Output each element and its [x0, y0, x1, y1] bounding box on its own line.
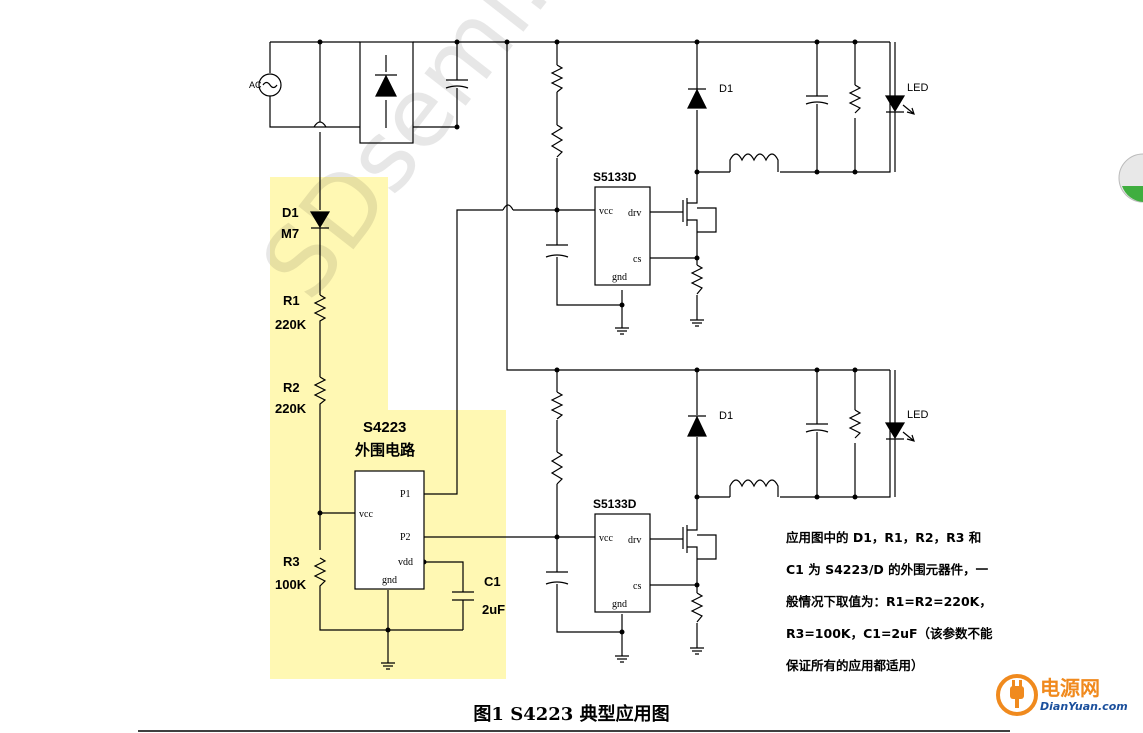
bridge-diode-icon [375, 74, 397, 97]
note-line: C1 为 S4223/D 的外围元器件，一 [786, 562, 989, 577]
r1-resistor [313, 294, 327, 326]
application-note: 应用图中的 D1，R1，R2，R3 和 C1 为 S4223/D 的外围元器件，… [786, 522, 1036, 682]
r3-label: R3 [283, 554, 300, 569]
ic-title: S4223 [363, 419, 406, 436]
logo-sub-text: DianYuan.com [1040, 700, 1128, 713]
figure-caption: 图1 S4223 典型应用图 [473, 704, 670, 725]
pin-p2: P2 [400, 532, 411, 543]
driver-top-vcc: vcc [599, 206, 613, 217]
r3-resistor [313, 557, 327, 588]
c1-value: 2uF [482, 602, 505, 617]
ac-source-symbol [258, 73, 282, 97]
ac-wiring [269, 41, 360, 128]
top-freewheel-diode-icon [687, 88, 707, 109]
r2-label: R2 [283, 380, 300, 395]
driver-top-cs: cs [633, 254, 641, 265]
pin-p1: P1 [400, 489, 411, 500]
ic-subtitle: 外围电路 [354, 441, 416, 459]
highlight-area [270, 177, 506, 679]
d1-diode-icon [309, 211, 331, 229]
site-logo[interactable]: 电源网 DianYuan.com [996, 670, 1142, 722]
r1-label: R1 [283, 293, 300, 308]
pin-vdd: vdd [398, 557, 413, 568]
pin-vcc: vcc [359, 509, 373, 520]
pin-gnd: gnd [382, 575, 397, 586]
driver-bottom-gnd: gnd [612, 599, 627, 610]
plug-icon [996, 674, 1038, 716]
s4223-ic-box [354, 470, 425, 590]
d1-value: M7 [281, 226, 299, 241]
driver-bottom-drv: drv [628, 535, 641, 546]
c1-label: C1 [484, 574, 501, 589]
left-vertical-wire [319, 42, 463, 631]
top-d1-label: D1 [719, 83, 733, 95]
bridge-rectifier [359, 41, 414, 144]
bottom-freewheel-diode-icon [687, 415, 707, 437]
driver-bottom-box [594, 513, 651, 613]
driver-bottom-name: S5133D [593, 497, 637, 511]
driver-bottom-cs: cs [633, 581, 641, 592]
r3-value: 100K [275, 577, 307, 592]
bottom-d1-label: D1 [719, 410, 733, 422]
top-led-label: LED [907, 82, 928, 94]
r1-value: 220K [275, 317, 307, 332]
driver-top-gnd: gnd [612, 272, 627, 283]
driver-top-drv: drv [628, 208, 641, 219]
note-line: 保证所有的应用都适用） [786, 658, 924, 673]
driver-top-name: S5133D [593, 170, 637, 184]
logo-main-text: 电源网 [1040, 676, 1100, 700]
d1-label: D1 [282, 205, 299, 220]
bottom-led-label: LED [907, 409, 928, 421]
note-line: R3=100K，C1=2uF（该参数不能 [786, 626, 993, 641]
bottom-led-icon [884, 422, 906, 440]
r2-resistor [313, 376, 327, 407]
top-led-icon [884, 95, 906, 113]
driver-bottom-vcc: vcc [599, 533, 613, 544]
inductor-bottom [729, 479, 779, 497]
c1-capacitor [424, 561, 474, 630]
driver-top-box [594, 186, 651, 286]
note-line: 般情况下取值为：R1=R2=220K， [786, 594, 992, 609]
note-line: 应用图中的 D1，R1，R2，R3 和 [786, 530, 982, 545]
inductor-top [729, 153, 779, 172]
input-capacitor [445, 42, 469, 127]
r2-value: 220K [275, 401, 307, 416]
ac-label: AC [249, 80, 262, 90]
